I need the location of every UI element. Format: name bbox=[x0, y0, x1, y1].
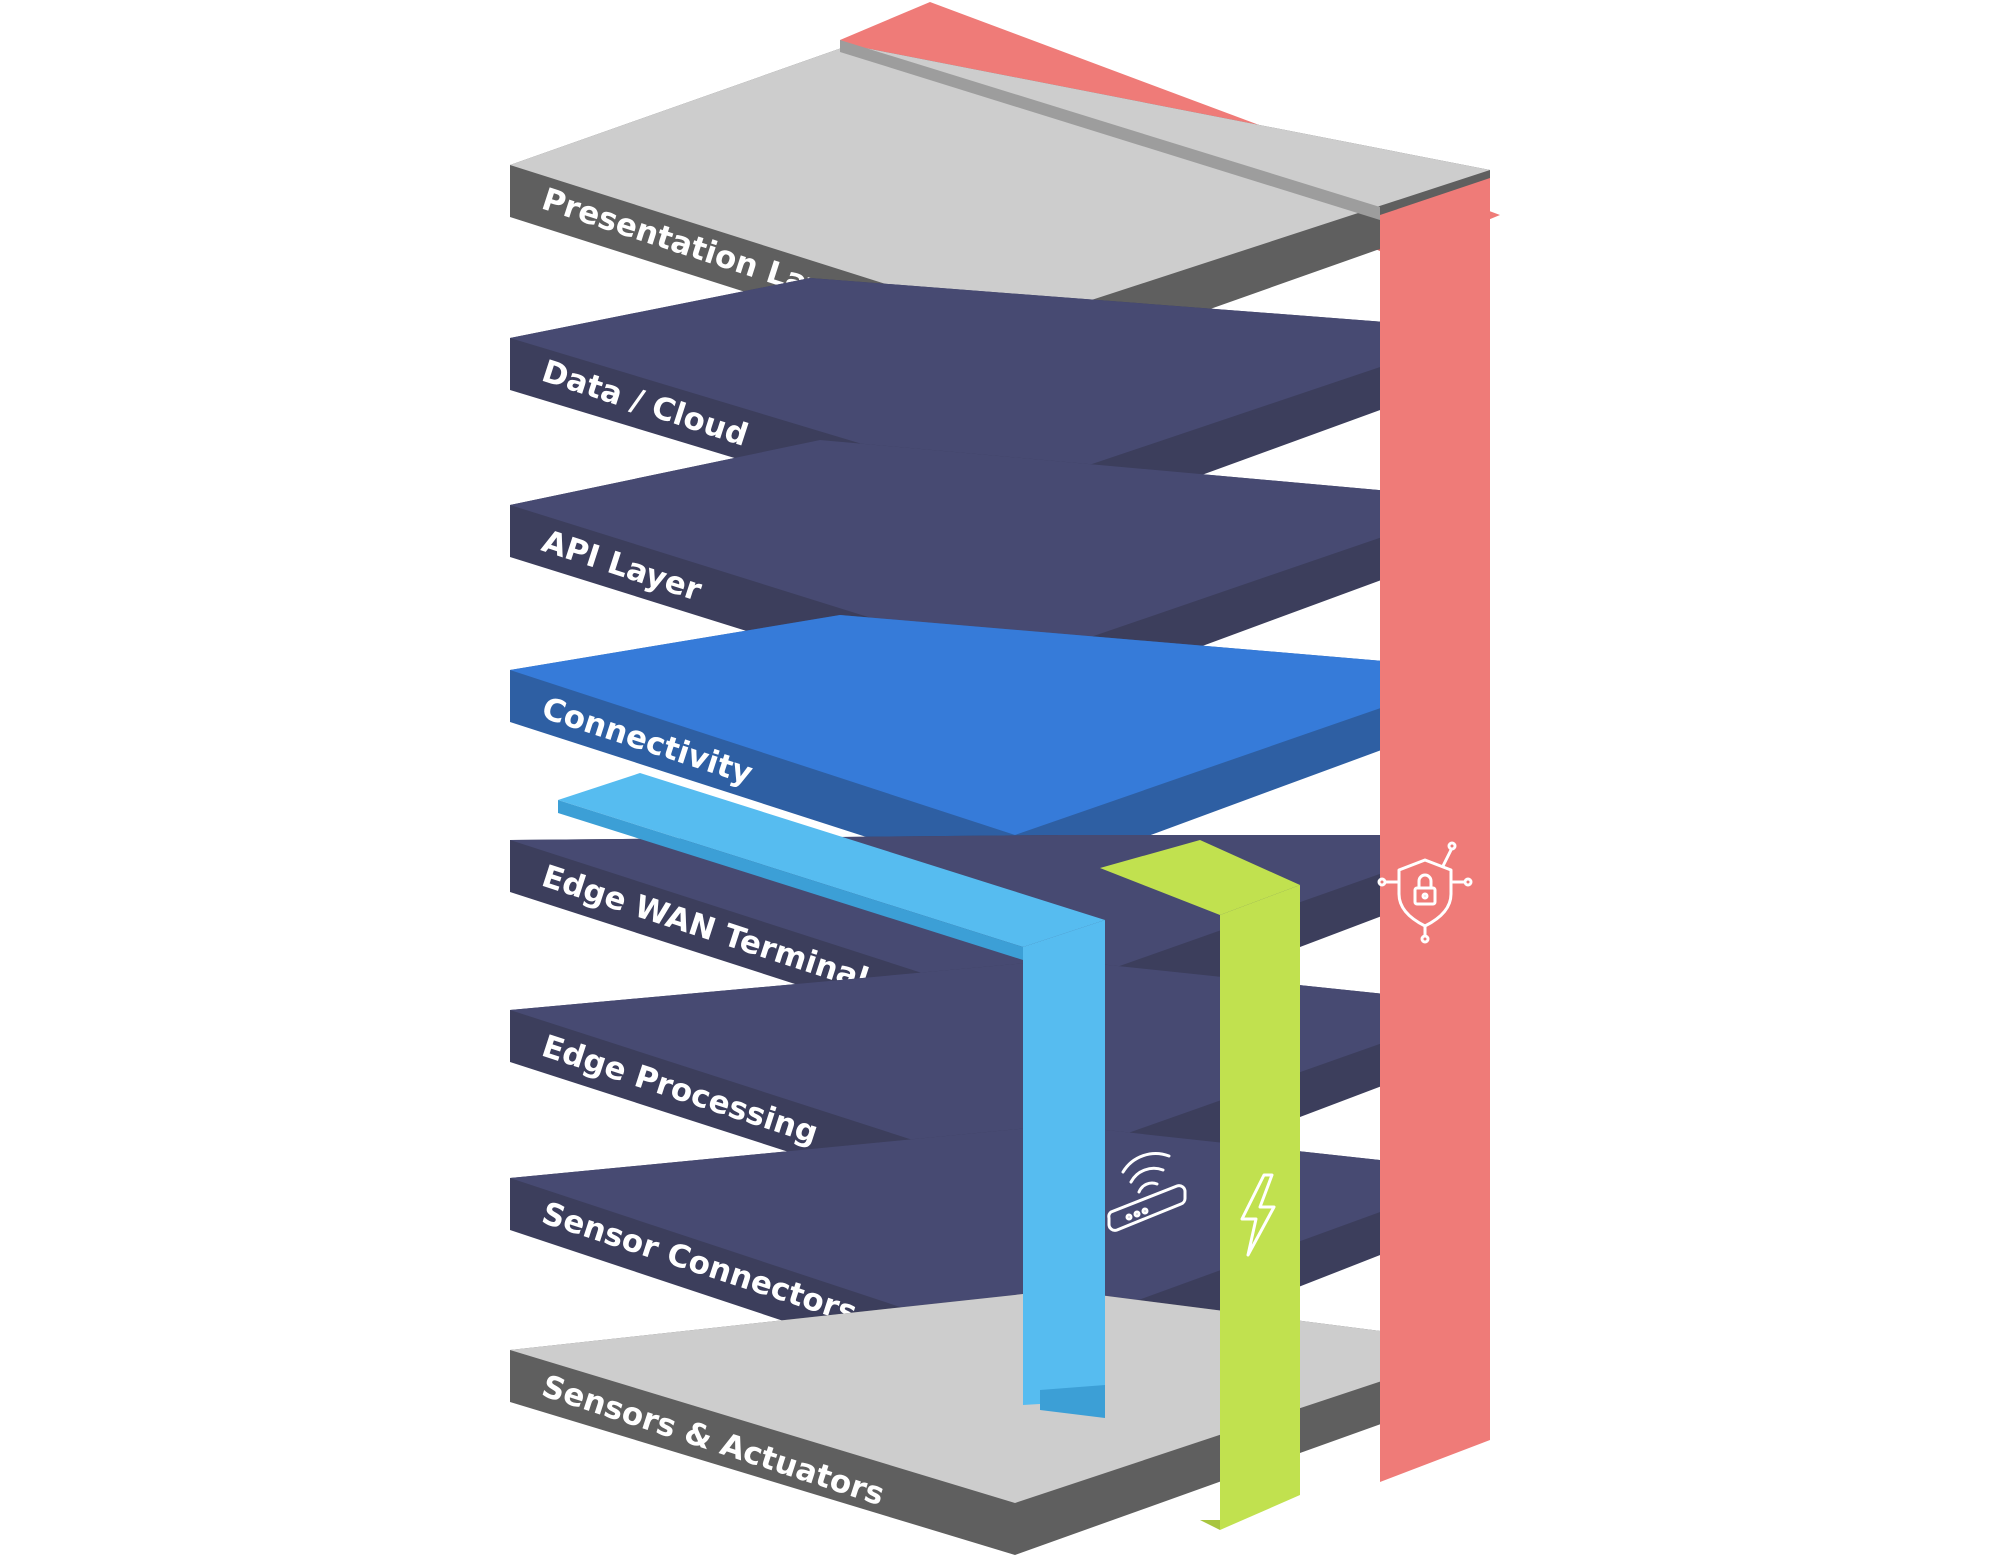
layer-api: API Layer bbox=[510, 440, 1490, 715]
network-band bbox=[558, 773, 1105, 1418]
layer-connectivity: Connectivity bbox=[510, 615, 1490, 885]
layer-sensors-actuators: Sensors & Actuators bbox=[510, 1290, 1490, 1555]
security-band-stripe bbox=[840, 40, 1380, 220]
shield-lock-icon bbox=[1377, 841, 1473, 944]
security-band bbox=[1380, 178, 1490, 1482]
lightning-bolt-icon bbox=[1240, 1173, 1276, 1257]
router-wifi-icon bbox=[1107, 1152, 1187, 1232]
